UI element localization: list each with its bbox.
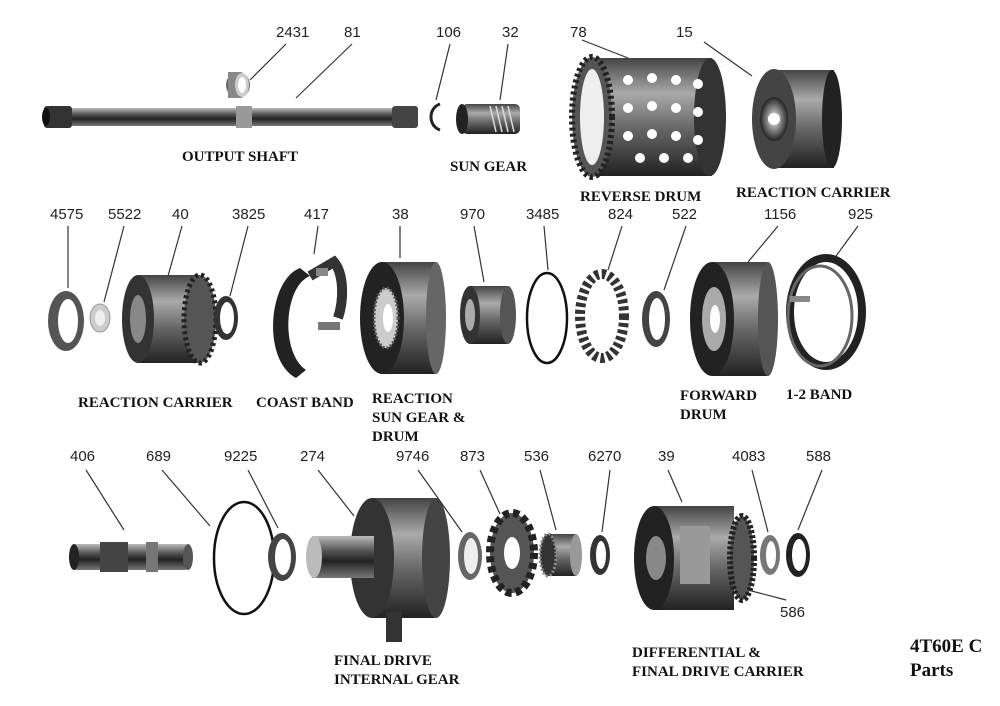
part-number-925: 925 <box>848 206 874 223</box>
forward-drum-part <box>690 262 778 376</box>
label-reverse-drum: REVERSE DRUM <box>580 189 702 205</box>
bearing-970-part <box>460 286 516 344</box>
part-number-588: 588 <box>806 448 832 465</box>
washer-4083-part <box>760 535 780 575</box>
label-forward-drum-1: FORWARD <box>680 388 757 404</box>
diagram-title-line2: Parts <box>910 660 954 681</box>
label-reaction-sun-gear-3: DRUM <box>372 429 419 445</box>
differential-carrier-part <box>634 506 757 610</box>
snap-ring-3485-part <box>525 271 569 365</box>
part-number-3825: 3825 <box>232 206 266 223</box>
label-output-shaft: OUTPUT SHAFT <box>182 149 298 165</box>
washer-9225-part <box>268 533 296 581</box>
part-number-78: 78 <box>570 24 587 41</box>
gear-536-part <box>538 532 582 578</box>
output-shaft-part <box>42 106 418 128</box>
diagram-title-line1: 4T60E C <box>910 636 983 657</box>
washer-6270-part <box>590 535 610 575</box>
label-reaction-carrier-top: REACTION CARRIER <box>736 185 891 201</box>
part-number-824: 824 <box>608 206 634 223</box>
part-number-1156: 1156 <box>764 206 797 223</box>
part-number-4575: 4575 <box>50 206 84 223</box>
sprag-824-part <box>575 269 629 363</box>
part-number-970: 970 <box>460 206 486 223</box>
bushing-5522-part <box>89 303 111 333</box>
part-number-5522: 5522 <box>108 206 142 223</box>
part-number-38: 38 <box>392 206 409 223</box>
part-number-689: 689 <box>146 448 172 465</box>
snap-ring-106-part <box>429 102 441 132</box>
part-number-4083: 4083 <box>732 448 766 465</box>
bearing-2431-part <box>226 72 250 98</box>
part-number-417: 417 <box>304 206 330 223</box>
snap-ring-689-part <box>212 500 276 616</box>
sprocket-873-part <box>486 509 538 597</box>
part-number-32: 32 <box>502 24 519 41</box>
part-number-40: 40 <box>172 206 189 223</box>
reaction-carrier-mid-part <box>122 272 219 366</box>
part-number-3485: 3485 <box>526 206 560 223</box>
label-reaction-sun-gear-2: SUN GEAR & <box>372 410 466 426</box>
part-number-9225: 9225 <box>224 448 258 465</box>
part-number-39: 39 <box>658 448 675 465</box>
part-number-106: 106 <box>436 24 462 41</box>
band-1-2-part <box>786 254 866 370</box>
washer-4575-part <box>48 291 84 351</box>
part-number-2431: 2431 <box>276 24 310 41</box>
label-final-drive-2: INTERNAL GEAR <box>334 672 460 688</box>
coast-band-part <box>273 255 348 378</box>
label-1-2-band: 1-2 BAND <box>786 387 853 403</box>
reaction-sun-gear-drum-part <box>360 262 446 374</box>
part-number-536: 536 <box>524 448 550 465</box>
label-differential-1: DIFFERENTIAL & <box>632 645 761 661</box>
part-number-406: 406 <box>70 448 96 465</box>
part-number-586: 586 <box>780 604 806 621</box>
washer-3825-part <box>214 296 238 340</box>
sun-gear-part <box>456 104 520 134</box>
reaction-carrier-top-part <box>752 69 842 169</box>
shaft-406-part <box>69 542 193 572</box>
label-differential-2: FINAL DRIVE CARRIER <box>632 664 804 680</box>
part-number-9746: 9746 <box>396 448 430 465</box>
part-number-274: 274 <box>300 448 326 465</box>
label-reaction-carrier-mid: REACTION CARRIER <box>78 395 233 411</box>
washer-9746-part <box>458 532 482 580</box>
label-reaction-sun-gear-1: REACTION <box>372 391 453 407</box>
washer-588-part <box>786 533 810 577</box>
part-number-522: 522 <box>672 206 698 223</box>
label-sun-gear: SUN GEAR <box>450 159 528 175</box>
reverse-drum-part <box>569 54 726 180</box>
part-number-81: 81 <box>344 24 361 41</box>
part-number-6270: 6270 <box>588 448 622 465</box>
label-forward-drum-2: DRUM <box>680 407 727 423</box>
label-final-drive-1: FINAL DRIVE <box>334 653 432 669</box>
leader-lines <box>67 39 859 601</box>
final-drive-internal-gear-part <box>306 498 450 642</box>
label-coast-band: COAST BAND <box>256 395 354 411</box>
washer-522-part <box>642 291 670 347</box>
part-number-15: 15 <box>676 24 693 41</box>
part-number-873: 873 <box>460 448 486 465</box>
